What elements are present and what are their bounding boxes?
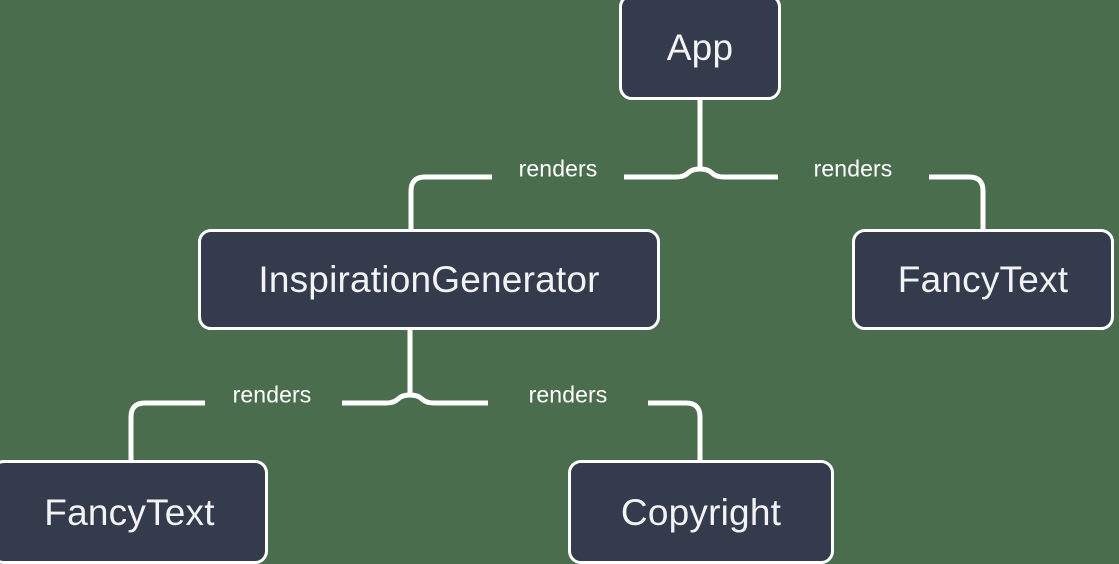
node-fancytext-bottom[interactable]: FancyText — [0, 460, 268, 564]
node-copyright[interactable]: Copyright — [568, 460, 834, 564]
node-inspiration-generator[interactable]: InspirationGenerator — [198, 229, 660, 330]
node-app[interactable]: App — [619, 0, 781, 100]
node-fancytext-bottom-label: FancyText — [44, 491, 215, 533]
edge-label-inspiration-to-fancytext: renders — [232, 381, 312, 408]
node-copyright-label: Copyright — [620, 491, 782, 533]
node-fancytext-right-label: FancyText — [897, 259, 1069, 300]
node-fancytext-right[interactable]: FancyText — [852, 229, 1114, 330]
edge-label-app-to-inspiration: renders — [518, 155, 598, 182]
edge-label-inspiration-to-copyright: renders — [528, 381, 608, 408]
edge-app-to-fancytext — [699, 166, 986, 229]
edge-inspiration-to-fancytext — [128, 392, 411, 460]
edge-app-to-inspiration — [408, 166, 701, 229]
node-app-label: App — [666, 26, 734, 68]
edge-inspiration-to-copyright — [409, 392, 703, 460]
edge-label-app-to-fancytext: renders — [813, 155, 893, 182]
node-inspiration-generator-label: InspirationGenerator — [258, 259, 600, 300]
